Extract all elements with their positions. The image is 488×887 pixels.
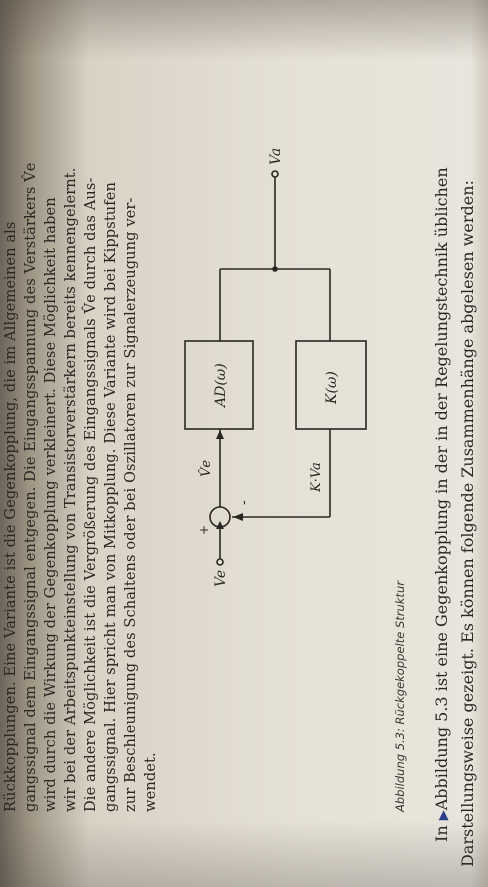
forward-block-label: AD(ω) bbox=[213, 363, 229, 409]
error-signal-label: V̂e bbox=[198, 460, 214, 477]
arrowhead-icon bbox=[233, 513, 243, 521]
arrowhead-icon bbox=[216, 430, 224, 439]
feedback-gain-block bbox=[295, 340, 367, 430]
figure-caption: Abbildung 5.3: Rückgekoppelte Struktur bbox=[393, 581, 407, 812]
text-line: In ▶Abbildung 5.3 ist eine Gegenkopplung… bbox=[432, 167, 451, 842]
arrowhead-icon bbox=[216, 521, 224, 529]
paragraph-prefix: In bbox=[432, 820, 451, 842]
output-terminal bbox=[271, 170, 279, 178]
feedback-block-label: K(ω) bbox=[324, 371, 340, 405]
forward-gain-block bbox=[184, 340, 254, 430]
plus-sign-label: + bbox=[197, 525, 211, 535]
minus-sign-label: - bbox=[236, 500, 252, 505]
input-voltage-label: Ve bbox=[213, 570, 229, 587]
output-voltage-label: Va bbox=[268, 148, 284, 165]
figure-reference-text: Abbildung 5.3 ist eine Gegenkopplung in … bbox=[432, 167, 451, 811]
feedback-signal-label: K·Va bbox=[309, 462, 324, 493]
input-terminal bbox=[216, 558, 224, 566]
branch-node bbox=[272, 266, 278, 272]
text-line: Darstellungsweise gezeigt. Es können fol… bbox=[458, 180, 477, 867]
reference-arrow-icon[interactable]: ▶ bbox=[436, 810, 451, 821]
